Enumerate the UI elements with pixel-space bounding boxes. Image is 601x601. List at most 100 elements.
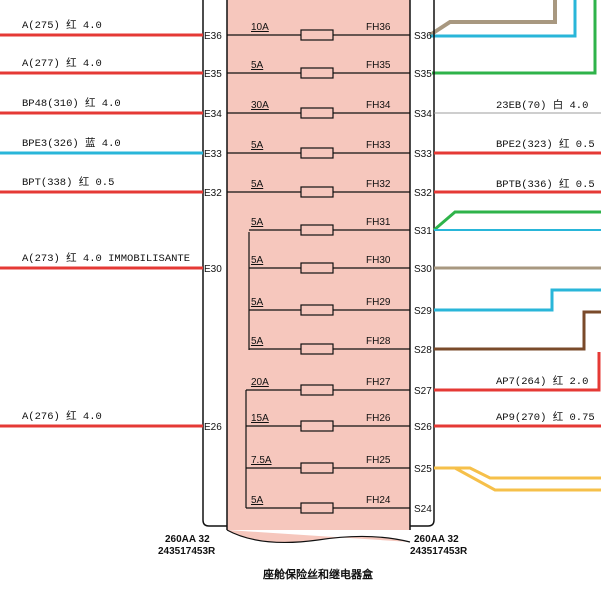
fuse-symbol — [300, 384, 334, 396]
output-pin: S25 — [414, 464, 432, 475]
fuse-symbol — [300, 304, 334, 316]
input-pin: E34 — [204, 109, 222, 120]
wire-s31-green — [433, 210, 601, 232]
fuse-symbol — [300, 224, 334, 236]
right-wire-label-2: BPTB(336) 红 0.5 — [496, 177, 595, 191]
fuse-rating: 7.5A — [251, 455, 272, 466]
fuse-id: FH24 — [366, 495, 391, 506]
fuse-rating: 5A — [251, 60, 264, 71]
fuse-id: FH28 — [366, 336, 391, 347]
fuse-symbol — [300, 343, 334, 355]
input-pin: E36 — [204, 31, 222, 42]
fuse-id: FH36 — [366, 22, 391, 33]
fuse-symbol — [300, 29, 334, 41]
fuse-symbol — [300, 462, 334, 474]
wire-s29 — [434, 288, 601, 312]
right-wire-label-0: 23EB(70) 白 4.0 — [496, 98, 588, 112]
fuse-rating: 10A — [251, 22, 269, 33]
fuse-id: FH25 — [366, 455, 391, 466]
right-wire-label-4: AP9(270) 红 0.75 — [496, 410, 595, 424]
fuse-rating: 5A — [251, 140, 264, 151]
output-pin: S36 — [414, 31, 432, 42]
output-pin: S28 — [414, 345, 432, 356]
input-pin: E33 — [204, 149, 222, 160]
right-connector-bracket — [410, 0, 435, 527]
right-wire-label-1: BPE2(323) 红 0.5 — [496, 137, 595, 151]
output-pin: S33 — [414, 149, 432, 160]
wire-s35-green — [432, 0, 597, 75]
fuse-id: FH29 — [366, 297, 391, 308]
fuse-id: FH32 — [366, 179, 391, 190]
fuse-id: FH27 — [366, 377, 391, 388]
input-pin: E35 — [204, 69, 222, 80]
left-wire-label: A(275) 红 4.0 — [22, 18, 102, 32]
fuse-rating: 5A — [251, 217, 264, 228]
left-wire-label: BP48(310) 红 4.0 — [22, 96, 121, 110]
input-pin: E26 — [204, 422, 222, 433]
output-pin: S24 — [414, 504, 432, 515]
fuse-symbol — [300, 107, 334, 119]
left-wire-label: BPE3(326) 蓝 4.0 — [22, 137, 121, 150]
fuse-rating: 5A — [251, 297, 264, 308]
fuse-rating: 15A — [251, 413, 269, 424]
fuse-symbol — [300, 262, 334, 274]
fuse-id: FH31 — [366, 217, 391, 228]
left-wire-label: A(277) 红 4.0 — [22, 56, 102, 70]
output-pin: S27 — [414, 386, 432, 397]
fuse-id: FH33 — [366, 140, 391, 151]
fuse-id: FH34 — [366, 100, 391, 111]
input-pin: E30 — [204, 264, 222, 275]
fuse-symbol — [300, 420, 334, 432]
left-connector-part: 243517453R — [158, 546, 216, 557]
output-pin: S34 — [414, 109, 432, 120]
fuse-symbol — [300, 67, 334, 79]
right-connector-code: 260AA 32 — [414, 534, 459, 545]
fuse-rating: 30A — [251, 100, 269, 111]
internal-bus — [245, 232, 250, 508]
left-wire-label: A(276) 红 4.0 — [22, 409, 102, 423]
wire-s28 — [434, 310, 601, 351]
output-pin: S29 — [414, 306, 432, 317]
fuse-id: FH30 — [366, 255, 391, 266]
left-wire-label: A(273) 红 4.0 IMMOBILISANTE — [22, 251, 190, 265]
wire-s25-b — [434, 466, 601, 492]
wire-s27 — [434, 352, 601, 392]
output-pin: S31 — [414, 226, 432, 237]
fuse-id: FH35 — [366, 60, 391, 71]
fuse-symbol — [300, 186, 334, 198]
left-connector-code: 260AA 32 — [165, 534, 210, 545]
fuse-rating: 5A — [251, 495, 264, 506]
fuse-rating: 20A — [251, 377, 269, 388]
output-pin: S26 — [414, 422, 432, 433]
fuse-symbol — [300, 147, 334, 159]
left-wire-label: BPT(338) 红 0.5 — [22, 175, 114, 189]
output-pin: S30 — [414, 264, 432, 275]
right-wire-label-3: AP7(264) 红 2.0 — [496, 374, 588, 388]
fuse-id: FH26 — [366, 413, 391, 424]
diagram-title: 座舱保险丝和继电器盒 — [262, 567, 374, 581]
input-pin: E32 — [204, 188, 222, 199]
right-top-wires — [428, 0, 597, 75]
right-connector-part: 243517453R — [410, 546, 468, 557]
fuse-symbol — [300, 502, 334, 514]
right-wires: 23EB(70) 白 4.0 BPE2(323) 红 0.5 BPTB(336)… — [433, 98, 601, 492]
fuse-box-bottom-edge — [226, 529, 411, 544]
fuse-rating: 5A — [251, 336, 264, 347]
output-pin: S32 — [414, 188, 432, 199]
wire-s36-tan — [428, 0, 557, 37]
